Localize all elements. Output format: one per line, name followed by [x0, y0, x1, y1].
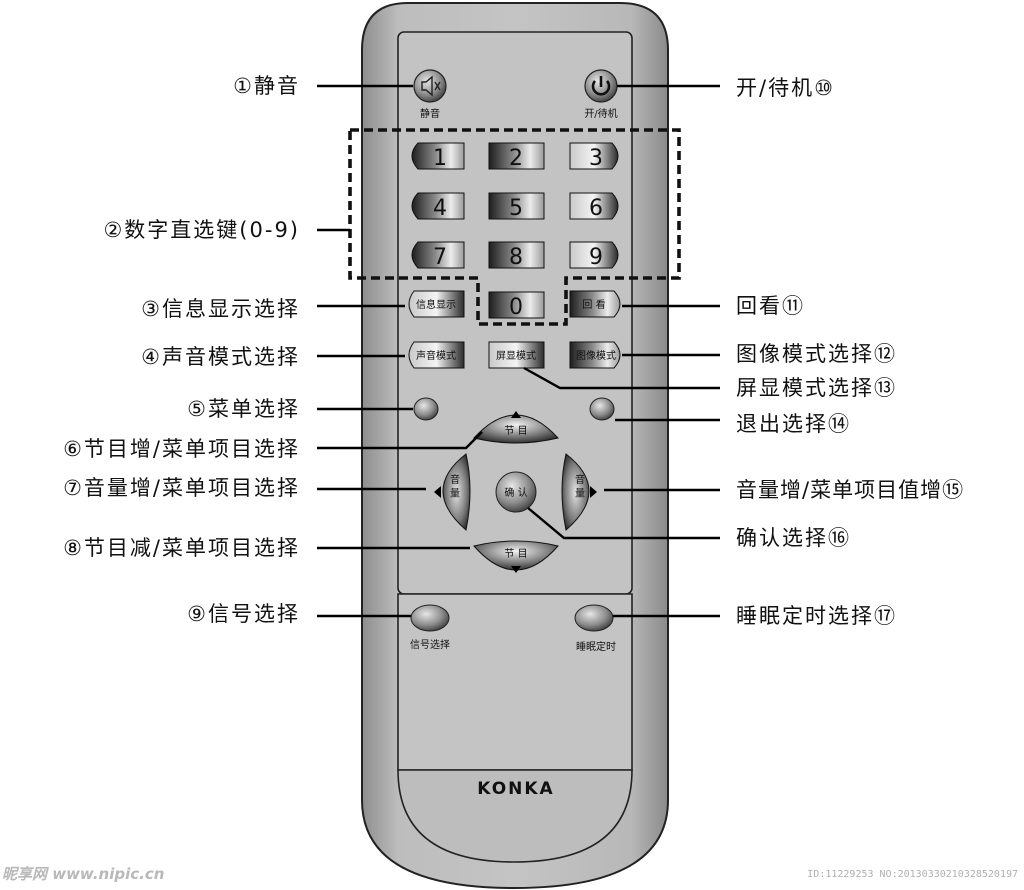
digit-label-0: 0 [509, 295, 523, 320]
menu-button[interactable] [413, 397, 439, 421]
sleep-button[interactable] [574, 604, 614, 632]
digit-label-3: 3 [589, 146, 603, 171]
digit-key-7[interactable] [411, 241, 465, 269]
power-icon [591, 76, 611, 96]
power-button[interactable] [584, 69, 618, 103]
screen-mode-label: 屏显模式 [496, 349, 536, 362]
digit-label-1: 1 [433, 146, 447, 171]
digit-label-4: 4 [433, 196, 447, 221]
program-up-button[interactable] [473, 414, 559, 444]
volume-up-label: 音 量 [573, 473, 585, 497]
arrow-down-icon [511, 566, 521, 573]
digit-label-8: 8 [509, 245, 523, 270]
arrow-up-icon [511, 411, 521, 418]
brand-panel [397, 769, 633, 863]
digit-label-2: 2 [509, 146, 523, 171]
sleep-label: 睡眠定时 [576, 640, 616, 653]
digit-label-9: 9 [589, 245, 603, 270]
callout-mute: ①静音 [233, 74, 300, 98]
sound-mode-button[interactable] [408, 341, 465, 369]
program-down-label: 节 目 [504, 548, 527, 560]
arrow-left-icon [434, 486, 441, 498]
digit-label-5: 5 [509, 196, 523, 221]
source-button[interactable] [410, 604, 450, 632]
watermark-right: ID:11229253 NO:20130330210328520197 [807, 869, 1018, 880]
digit-keys [411, 142, 619, 319]
brand-logo: KONKA [477, 779, 554, 799]
ok-label: 确 认 [504, 486, 527, 499]
sound-mode-label: 声音模式 [416, 349, 456, 362]
mute-label: 静音 [420, 107, 440, 120]
callout-program-up: ⑥节目增/菜单项目选择 [63, 437, 300, 461]
digit-key-8[interactable] [488, 241, 545, 269]
ok-button[interactable] [495, 471, 537, 513]
callout-sound-mode: ④声音模式选择 [141, 345, 300, 369]
review-label: 回 看 [582, 298, 605, 311]
speaker-mute-icon [421, 75, 441, 97]
power-label: 开/待机 [584, 107, 617, 120]
callout-power: 开/待机⑩ [736, 76, 835, 100]
info-display-label: 信息显示 [416, 298, 456, 311]
digit-key-4[interactable] [411, 192, 465, 220]
screen-mode-button[interactable] [488, 341, 545, 369]
digit-key-5[interactable] [488, 192, 545, 220]
callout-screen-mode: 屏显模式选择⑬ [736, 376, 897, 400]
source-label: 信号选择 [410, 638, 450, 651]
digit-key-0[interactable] [488, 291, 545, 319]
picture-mode-label: 图像模式 [576, 349, 616, 362]
digit-label-7: 7 [433, 245, 447, 270]
digit-label-6: 6 [589, 196, 603, 221]
callout-menu: ⑤菜单选择 [187, 397, 300, 421]
watermark-left: 昵享网 www.nipic.cn [2, 865, 165, 883]
volume-down-label: 音 量 [448, 473, 460, 497]
program-up-label: 节 目 [504, 425, 527, 437]
picture-mode-button[interactable] [569, 341, 621, 369]
callout-review: 回看⑪ [736, 294, 805, 318]
mute-button[interactable] [413, 69, 447, 103]
callout-exit: 退出选择⑭ [736, 412, 851, 436]
callout-volume-up: 音量增/菜单项目值增⑮ [736, 478, 965, 502]
program-down-button[interactable] [473, 540, 559, 571]
info-display-button[interactable] [408, 290, 465, 318]
callout-picture-mode: 图像模式选择⑫ [736, 342, 897, 366]
digit-group-outline [348, 128, 681, 326]
callout-volume-down: ⑦音量增/菜单项目选择 [63, 476, 300, 500]
callout-ok: 确认选择⑯ [736, 526, 851, 550]
digit-key-6[interactable] [569, 192, 619, 220]
arrow-right-icon [590, 486, 597, 498]
exit-button[interactable] [589, 397, 615, 421]
leader-lines [317, 84, 720, 618]
callout-source: ⑨信号选择 [187, 602, 300, 626]
digit-key-9[interactable] [569, 241, 619, 269]
callout-info: ③信息显示选择 [141, 297, 300, 321]
volume-down-button[interactable] [442, 453, 471, 531]
digit-key-3[interactable] [569, 142, 619, 170]
callout-program-down: ⑧节目减/菜单项目选择 [63, 536, 300, 560]
digit-key-2[interactable] [488, 142, 545, 170]
review-button[interactable] [569, 290, 621, 318]
volume-up-button[interactable] [561, 453, 590, 531]
callout-sleep: 睡眠定时选择⑰ [736, 604, 897, 628]
callout-digits: ②数字直选键(0-9) [103, 218, 300, 242]
digit-key-1[interactable] [411, 142, 465, 170]
